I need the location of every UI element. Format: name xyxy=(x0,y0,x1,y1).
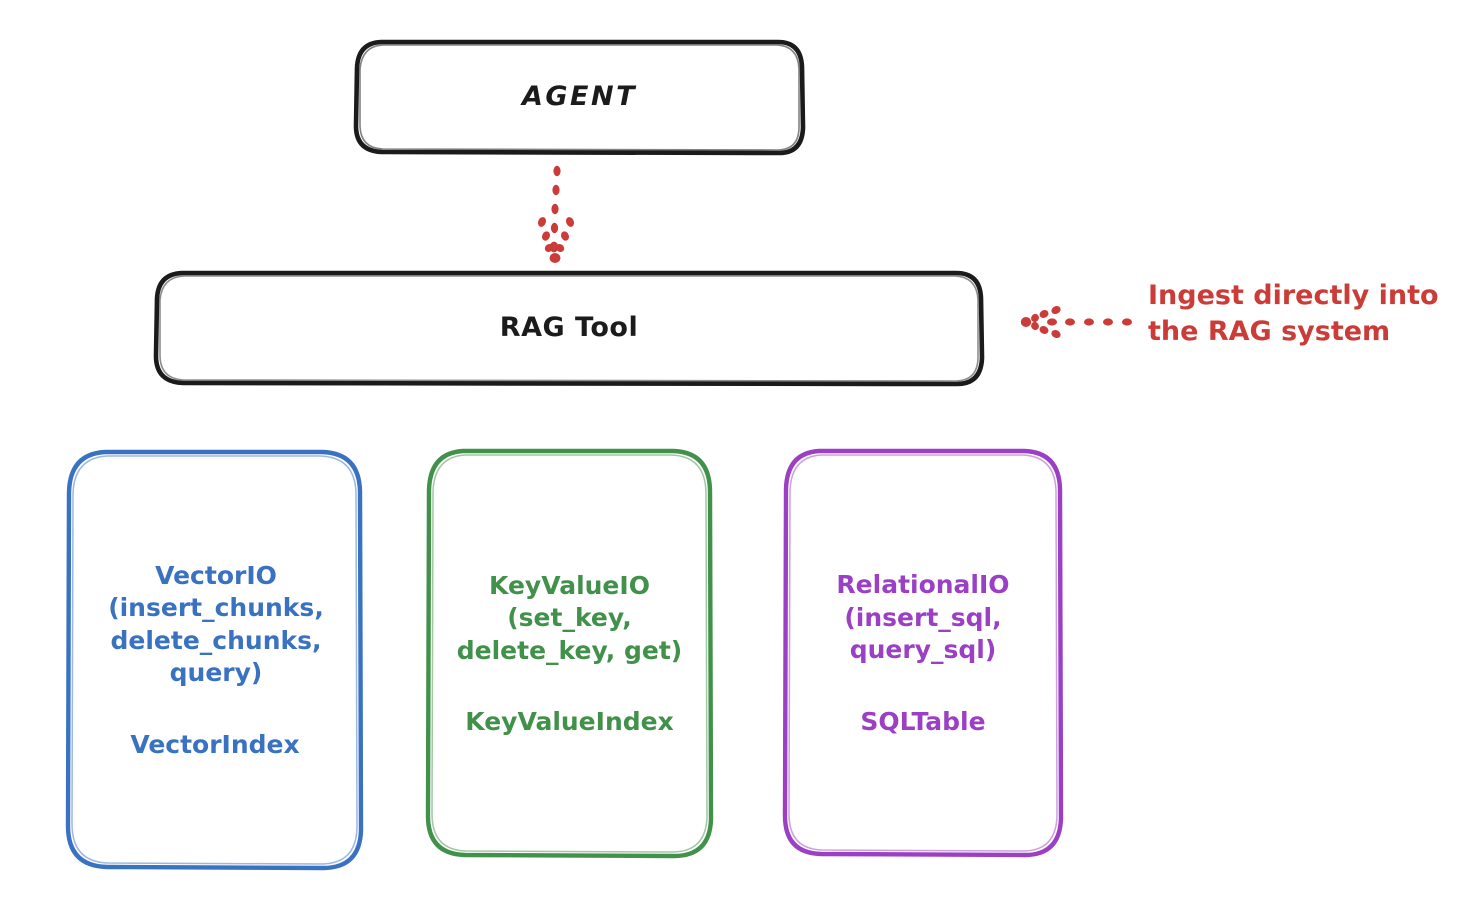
node-relational-io-label: RelationalIO (insert_sql, query_sql) xyxy=(836,570,1010,665)
rag-tool-box-outline xyxy=(153,270,985,387)
node-agent[interactable]: AGENT xyxy=(356,41,803,154)
key-value-io-box-outline xyxy=(425,448,714,859)
node-agent-label: AGENT xyxy=(521,81,637,113)
vector-io-box-outline xyxy=(65,449,364,871)
edge-agent-to-rag-tool-arrow xyxy=(537,165,575,263)
agent-box-outline xyxy=(353,39,806,156)
node-relational-io-sub-label: SQLTable xyxy=(860,706,986,736)
node-rag-tool[interactable]: RAG Tool xyxy=(156,272,982,384)
node-relational-io[interactable]: RelationalIO (insert_sql, query_sql) SQL… xyxy=(785,450,1061,855)
node-vector-io[interactable]: VectorIO (insert_chunks, delete_chunks, … xyxy=(68,450,362,868)
node-key-value-io-sub-label: KeyValueIndex xyxy=(465,707,674,737)
node-vector-io-label: VectorIO (insert_chunks, delete_chunks, … xyxy=(108,560,324,688)
relational-io-box-outline xyxy=(782,448,1064,858)
node-key-value-io-label: KeyValueIO (set_key, delete_key, get) xyxy=(456,570,683,665)
node-rag-tool-label: RAG Tool xyxy=(499,311,639,343)
edge-ingest-to-rag-tool-arrow xyxy=(1020,305,1132,339)
node-vector-io-sub-label: VectorIndex xyxy=(130,729,300,759)
node-key-value-io[interactable]: KeyValueIO (set_key, delete_key, get) Ke… xyxy=(428,450,711,856)
annotation-ingest-note: Ingest directly into the RAG system xyxy=(1148,280,1439,347)
